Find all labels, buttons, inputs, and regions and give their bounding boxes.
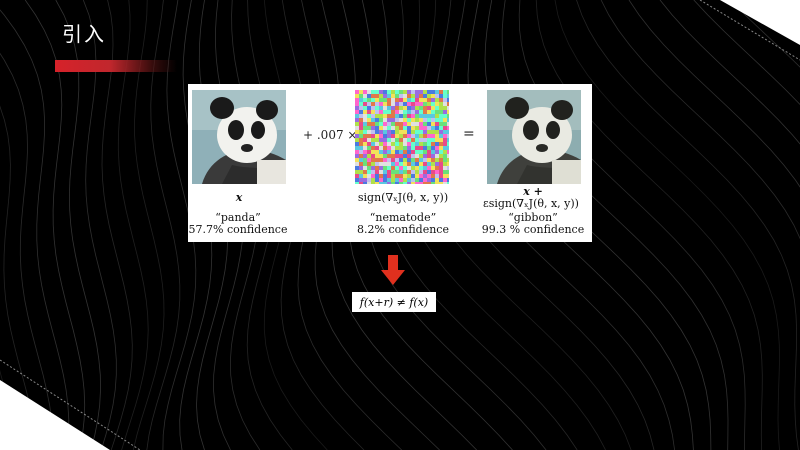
background-contour-line — [82, 0, 117, 450]
background-contour-line — [117, 0, 149, 450]
background-contour-line — [576, 0, 799, 450]
adversarial-example-figure: + .007 × = x “panda” 57.7% confidence si… — [188, 84, 592, 242]
adversarial-math-label-line1: x + — [523, 185, 543, 198]
gibbon-confidence: 99.3 % confidence — [481, 223, 585, 236]
background-contour-line — [132, 0, 165, 450]
nematode-class-label: “nematode” — [369, 211, 437, 224]
background-contour-line — [101, 0, 133, 450]
background-contour-line — [535, 0, 763, 450]
background-contour-line — [693, 0, 800, 106]
plus-epsilon-times-operator: + .007 × — [303, 128, 358, 142]
background-contour-line — [554, 0, 780, 450]
background-contour-line — [659, 0, 800, 145]
gibbon-class-label: “gibbon” — [508, 211, 558, 224]
background-contour-line — [0, 369, 20, 450]
bottom-left-corner-decoration — [0, 359, 141, 450]
panda-confidence: 57.7% confidence — [188, 223, 288, 236]
background-contour-line — [55, 0, 101, 450]
background-contour-line — [518, 0, 746, 450]
down-arrow-icon — [381, 255, 405, 285]
background-contour-line — [501, 0, 729, 450]
adversarial-panda-image — [487, 90, 581, 184]
top-right-corner-decoration — [699, 0, 800, 61]
slide-title: 引入 — [62, 22, 106, 46]
background-contour-line — [24, 0, 86, 450]
panda-image — [192, 90, 286, 184]
gradient-sign-label: sign(∇ₓJ(θ, x, y)) — [357, 191, 449, 204]
adversarial-math-label-line2: εsign(∇ₓJ(θ, x, y)) — [483, 197, 579, 210]
background-contour-line — [146, 0, 181, 450]
background-contour-line — [0, 52, 54, 450]
inequality-formula: f(x+r) ≠ f(x) — [352, 292, 436, 312]
input-math-label: x — [235, 191, 243, 204]
background-contour-line — [0, 105, 38, 450]
title-accent-bar — [55, 60, 177, 72]
nematode-confidence: 8.2% confidence — [357, 223, 449, 236]
panda-class-label: “panda” — [215, 211, 261, 224]
background-contour-line — [600, 0, 800, 240]
background-contour-line — [0, 9, 70, 450]
background-contour-line — [628, 0, 800, 188]
perturbation-noise-image — [355, 90, 449, 184]
equals-operator: = — [463, 126, 475, 142]
